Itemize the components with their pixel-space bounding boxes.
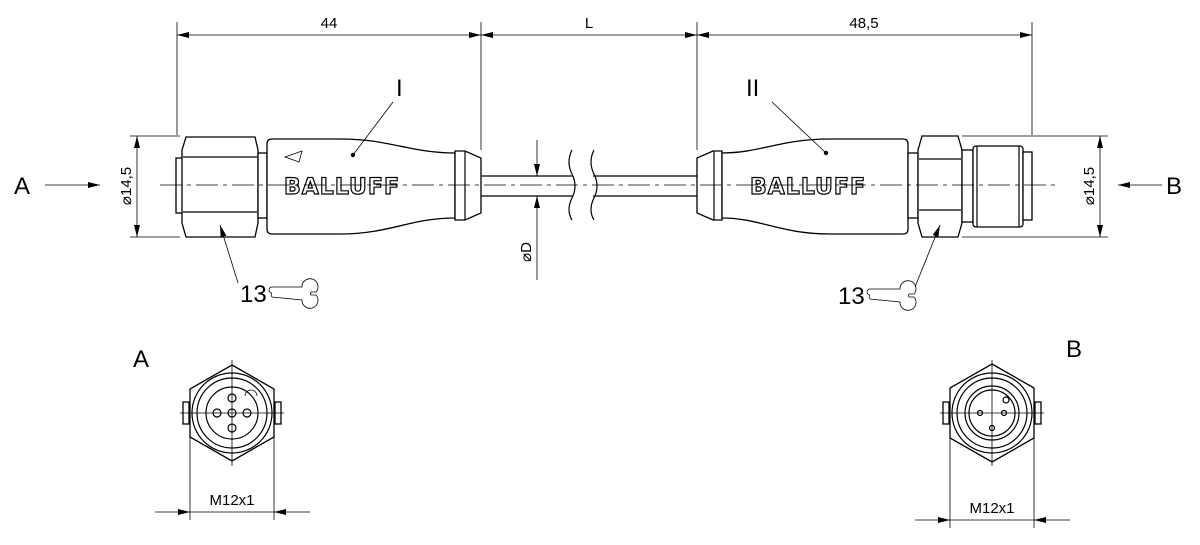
connector-male-right: BALLUFF — [696, 135, 1033, 238]
dimension-l: L — [481, 15, 697, 38]
dim-48-5-label: 48,5 — [849, 15, 878, 32]
part-i-text: I — [396, 75, 403, 102]
end-view-b-label: B — [1066, 336, 1082, 363]
part-label-i: I — [352, 75, 403, 156]
end-view-a-label: A — [133, 346, 149, 373]
dim-l-label: L — [585, 15, 593, 32]
dimension-44: 44 — [177, 15, 481, 38]
part-label-ii: II — [746, 75, 827, 154]
dimension-48-5: 48,5 — [697, 15, 1032, 38]
dimension-cable-diameter: ⌀D — [518, 140, 540, 280]
view-arrow-b: B — [1118, 173, 1182, 200]
part-ii-text: II — [746, 75, 759, 102]
thread-b-label: M12x1 — [969, 500, 1014, 517]
balluff-logo-right: BALLUFF — [750, 175, 866, 200]
coding-triangle-icon — [283, 150, 303, 163]
cable — [481, 149, 697, 221]
cable-diameter-label: ⌀D — [518, 242, 535, 262]
wrench-callout-right: 13 — [838, 224, 941, 311]
dim-44-label: 44 — [321, 15, 338, 32]
balluff-logo-left: BALLUFF — [284, 175, 400, 200]
wrench-icon — [866, 280, 917, 311]
dimension-diameter-right: ⌀14,5 — [1081, 136, 1103, 237]
view-b-label: B — [1166, 173, 1182, 200]
dimension-diameter-left: ⌀14,5 — [118, 136, 140, 237]
view-arrow-a: A — [14, 173, 100, 200]
diameter-right-label: ⌀14,5 — [1081, 167, 1098, 205]
thread-a-label: M12x1 — [209, 492, 254, 509]
view-a-label: A — [14, 173, 30, 200]
extension-lines — [130, 22, 1108, 238]
connector-female-left: BALLUFF — [175, 136, 482, 238]
diameter-left-label: ⌀14,5 — [118, 167, 135, 205]
wrench-size-left: 13 — [240, 281, 267, 308]
wrench-icon — [268, 278, 319, 309]
end-view-a: A M12x1 — [133, 346, 310, 520]
wrench-size-right: 13 — [838, 283, 865, 310]
wrench-callout-left: 13 — [219, 224, 319, 309]
end-view-b: B M12x1 — [915, 336, 1082, 528]
